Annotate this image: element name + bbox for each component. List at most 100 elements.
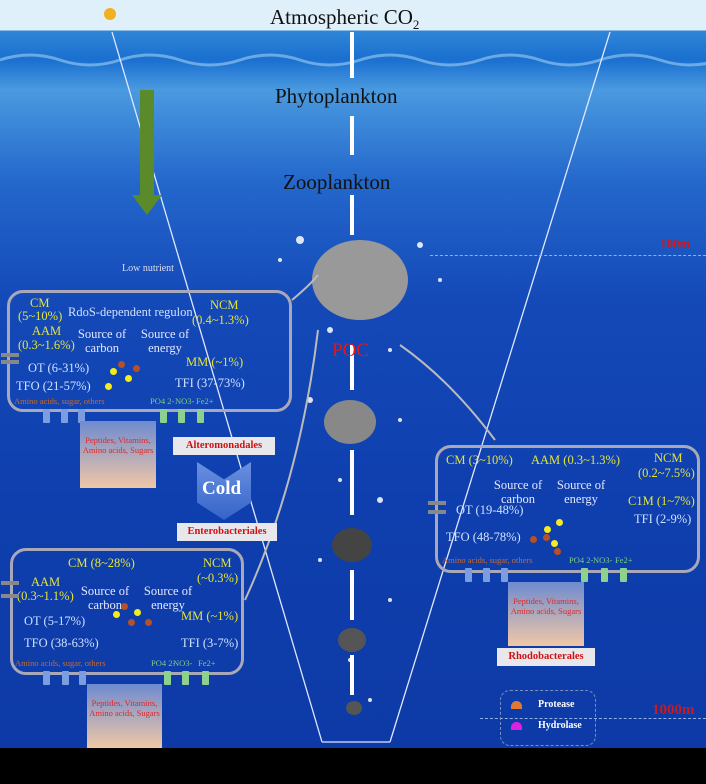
cm-value: CM (3~10%) bbox=[446, 453, 513, 467]
cell-rhodobacterales: CM (3~10%) AAM (0.3~1.3%) NCM (0.2~7.5%)… bbox=[428, 445, 700, 582]
fe-label: Fe2+ bbox=[196, 396, 214, 406]
depth-1000m: 1000m bbox=[652, 702, 695, 718]
amino-label: Amino acids, sugar, others bbox=[15, 658, 106, 668]
nutrient-dot bbox=[118, 361, 125, 368]
hydrolase-label: Hydrolase bbox=[538, 720, 582, 731]
order-alteromonadales: Alteromonadales bbox=[173, 437, 275, 455]
transporter bbox=[61, 409, 68, 423]
source-of-carbon: Source of carbon bbox=[77, 327, 127, 355]
transporter bbox=[62, 671, 69, 685]
enzyme-legend: Protease Hydrolase bbox=[500, 690, 596, 746]
transporter bbox=[465, 568, 472, 582]
poc-particles bbox=[312, 240, 408, 715]
transporter bbox=[581, 568, 588, 582]
aam-label: AAM bbox=[31, 575, 61, 589]
co2-subscript: 2 bbox=[412, 17, 420, 33]
ncm-label: NCM bbox=[210, 298, 239, 312]
ncm-label: NCM bbox=[203, 556, 232, 570]
mm-value: MM (~1%) bbox=[186, 355, 244, 369]
aam-value: AAM (0.3~1.3%) bbox=[531, 453, 621, 467]
funnel-outline bbox=[0, 8, 706, 743]
substrate-pool-ent: Peptides, Vitamins, Amino acids, Sugars bbox=[87, 684, 162, 748]
tfo-value: TFO (48-78%) bbox=[446, 530, 521, 544]
aam-value: (0.3~1.6%) bbox=[18, 338, 75, 352]
ot-value: OT (6-31%) bbox=[28, 361, 90, 375]
ncm-value: (0.2~7.5%) bbox=[638, 466, 695, 480]
transporter bbox=[182, 671, 189, 685]
nutrient-dot bbox=[544, 526, 551, 533]
source-of-carbon: Source of carbon bbox=[493, 478, 543, 506]
nutrient-dot bbox=[128, 619, 135, 626]
co2-text: Atmospheric CO bbox=[270, 5, 413, 29]
nutrient-dot bbox=[133, 365, 140, 372]
channel bbox=[428, 510, 446, 514]
tfo-value: TFO (21-57%) bbox=[16, 379, 91, 393]
transporter bbox=[178, 409, 185, 423]
poc-label: POC bbox=[332, 340, 369, 361]
nutrient-dot bbox=[105, 383, 112, 390]
tfo-value: TFO (38-63%) bbox=[24, 636, 99, 650]
transporter bbox=[620, 568, 627, 582]
source-of-carbon: Source of carbon bbox=[80, 584, 130, 612]
substrate-pool-alt: Peptides, Vitamins, Amino acids, Sugars bbox=[80, 421, 156, 488]
transporter bbox=[164, 671, 171, 685]
nutrient-dot bbox=[543, 534, 550, 541]
fe-label: Fe2+ bbox=[198, 658, 216, 668]
protease-icon bbox=[511, 701, 522, 709]
cm-value: (5~10%) bbox=[18, 309, 63, 323]
po4-label: PO4 2- bbox=[151, 658, 176, 668]
transporter bbox=[202, 671, 209, 685]
nutrient-dot bbox=[556, 519, 563, 526]
aam-label: AAM bbox=[32, 324, 62, 338]
cell-alteromonadales: RdoS-dependent regulon CM (5~10%) AAM (0… bbox=[1, 290, 292, 423]
transporter bbox=[197, 409, 204, 423]
atmospheric-co2-label: Atmospheric CO2 bbox=[270, 5, 419, 33]
source-of-energy: Source of energy bbox=[140, 327, 190, 355]
transporter bbox=[160, 409, 167, 423]
ncm-label: NCM bbox=[654, 451, 683, 465]
transporter bbox=[78, 409, 85, 423]
transporter bbox=[43, 409, 50, 423]
channel bbox=[1, 581, 19, 585]
phytoplankton-label: Phytoplankton bbox=[275, 84, 398, 108]
low-nutrient-label: Low nutrient bbox=[122, 263, 174, 274]
regulon-label: RdoS-dependent regulon bbox=[68, 305, 193, 319]
po4-label: PO4 2- bbox=[150, 396, 175, 406]
tfi-value: TFI (2-9%) bbox=[634, 512, 692, 526]
nutrient-dot bbox=[145, 619, 152, 626]
channel bbox=[1, 360, 19, 364]
amino-label: Amino acids, sugar, others bbox=[14, 396, 105, 406]
transporter bbox=[501, 568, 508, 582]
hydrolase-icon bbox=[511, 722, 522, 730]
depth-line-100m bbox=[430, 255, 706, 256]
ocean-scene: Atmospheric CO2 Phytoplankton Zooplankto… bbox=[0, 0, 706, 748]
aam-value: (0.3~1.1%) bbox=[17, 589, 74, 603]
nutrient-dot bbox=[134, 609, 141, 616]
transporter bbox=[601, 568, 608, 582]
channel bbox=[1, 594, 19, 598]
sinking-arrow bbox=[132, 90, 162, 215]
ncm-value: (0.4~1.3%) bbox=[192, 313, 249, 327]
tfi-value: TFI (3-7%) bbox=[181, 636, 239, 650]
cm-label: CM bbox=[30, 296, 50, 310]
nutrient-dot bbox=[113, 611, 120, 618]
channel bbox=[428, 501, 446, 505]
amino-label: Amino acids, sugar, others bbox=[442, 555, 533, 565]
mm-value: MM (~1%) bbox=[181, 609, 239, 623]
no3-label: NO3- bbox=[593, 555, 613, 565]
nutrient-dot bbox=[551, 540, 558, 547]
cell-enterobacteriales: CM (8~28%) AAM (0.3~1.1%) NCM (~0.3%) So… bbox=[1, 548, 244, 685]
depth-100m: 100m bbox=[660, 236, 691, 251]
sun-icon bbox=[104, 8, 116, 20]
nutrient-dot bbox=[125, 375, 132, 382]
c1m-value: C1M (1~7%) bbox=[628, 494, 695, 508]
protease-label: Protease bbox=[538, 699, 575, 710]
order-rhodobacterales: Rhodobacterales bbox=[497, 648, 595, 666]
source-of-energy: Source of energy bbox=[143, 584, 193, 612]
channel bbox=[1, 353, 19, 357]
zooplankton-label: Zooplankton bbox=[283, 170, 391, 194]
ot-value: OT (19-48%) bbox=[456, 503, 524, 517]
nutrient-dot bbox=[530, 536, 537, 543]
nutrient-dot bbox=[121, 603, 128, 610]
depth-line-1000m bbox=[480, 718, 706, 719]
